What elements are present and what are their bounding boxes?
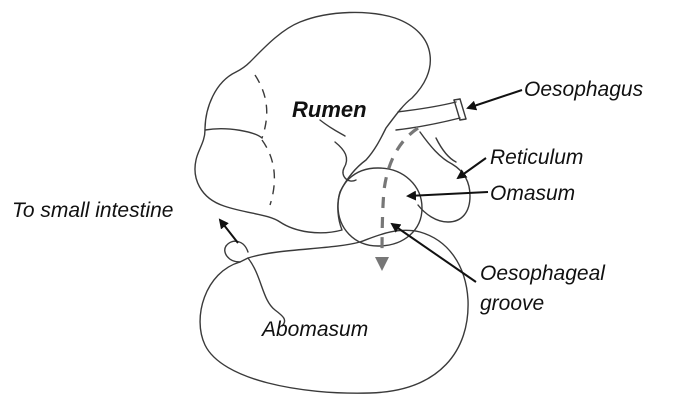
oesophagus-label: Oesophagus: [524, 78, 644, 101]
abomasum-shape: [200, 230, 468, 393]
oesophageal-groove-label-line1: Oesophageal: [480, 262, 606, 285]
oesophageal-groove-arrow: [392, 224, 476, 282]
rumen-label: Rumen: [292, 97, 367, 122]
abomasum-label: Abomasum: [260, 318, 368, 341]
reticulum-arrow: [458, 158, 486, 178]
oesophagus-arrow: [468, 90, 522, 108]
omasum-label: Omasum: [490, 182, 575, 205]
small-intestine-arrow: [220, 220, 238, 243]
rumen-shape: [195, 12, 430, 232]
pointer-arrows: [220, 90, 522, 282]
oesophageal-groove-label-line2: groove: [480, 292, 544, 315]
small-intestine-label: To small intestine: [12, 199, 173, 222]
reticulum-label: Reticulum: [490, 146, 583, 169]
reticulum-shape: [418, 132, 470, 222]
